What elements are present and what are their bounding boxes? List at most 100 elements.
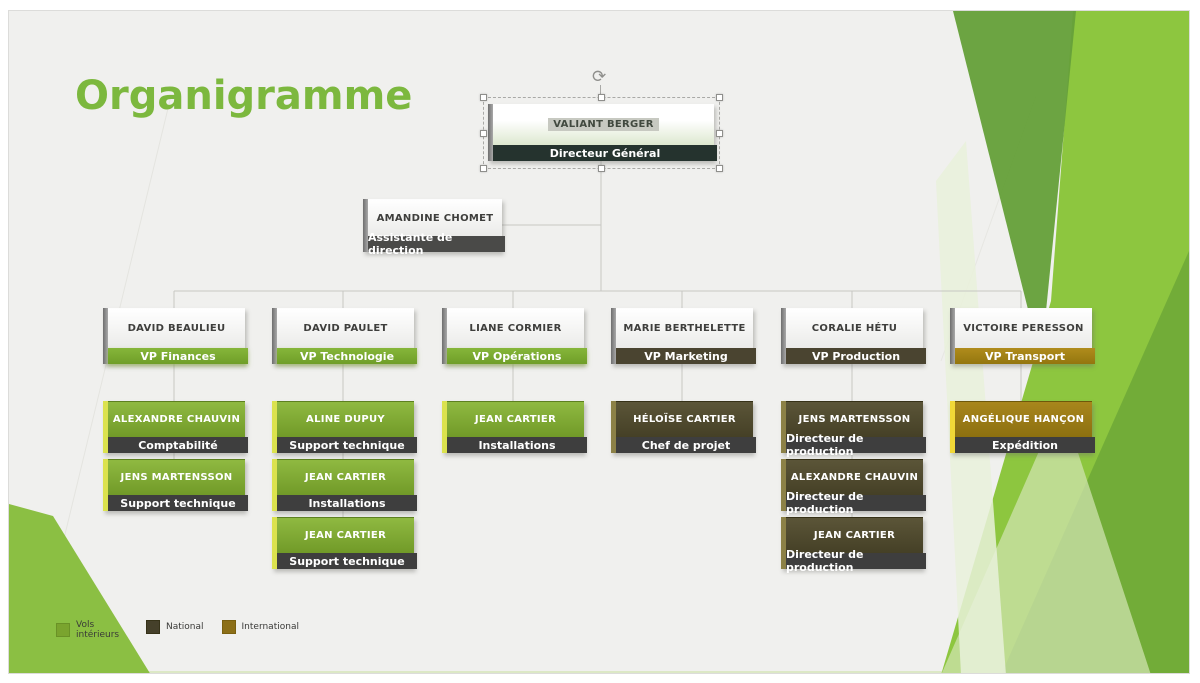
legend-label: National [166,621,204,632]
legend-item-vols-interieurs[interactable]: Vols intérieurs [56,620,128,641]
vp-role-bar: VP Opérations [447,348,587,364]
org-node-vp-operations[interactable]: LIANE CORMIER VP Opérations [442,308,587,364]
legend-swatch-green [56,623,70,638]
org-node-report[interactable]: JEAN CARTIER Support technique [272,517,417,569]
vp-role-bar: VP Finances [108,348,248,364]
node-bevel [442,401,447,453]
report-role-bar: Support technique [277,437,417,453]
ceo-name-text: VALIANT BERGER [548,118,659,131]
report-name: ALEXANDRE CHAUVIN [108,401,245,437]
report-role-bar: Support technique [108,495,248,511]
report-role-bar: Installations [447,437,587,453]
selection-handle[interactable] [480,130,487,137]
node-bevel [272,459,277,511]
org-node-report[interactable]: ALEXANDRE CHAUVIN Comptabilité [103,401,248,453]
vp-name: DAVID BEAULIEU [108,308,245,348]
report-role-bar: Directeur de production [786,548,926,574]
org-node-report[interactable]: JEAN CARTIER Directeur de production [781,517,926,574]
node-bevel [272,401,277,453]
legend-swatch-olive [146,620,160,634]
org-node-report[interactable]: ANGÉLIQUE HANÇON Expédition [950,401,1095,453]
report-role-bar: Comptabilité [108,437,248,453]
report-role-bar: Directeur de production [786,432,926,458]
selection-handle[interactable] [716,94,723,101]
ceo-role-bar: Directeur Général [493,145,717,161]
slide-title: Organigramme [75,73,413,119]
vp-name: DAVID PAULET [277,308,414,348]
node-bevel [781,401,786,453]
node-bevel [103,401,108,453]
rotation-handle-icon[interactable]: ⟳ [592,67,607,87]
vp-name: MARIE BERTHELETTE [616,308,753,348]
org-node-report[interactable]: JEAN CARTIER Installations [272,459,417,511]
vp-role-bar: VP Marketing [616,348,756,364]
vp-name: CORALIE HÉTU [786,308,923,348]
node-bevel [363,199,368,252]
org-node-vp-marketing[interactable]: MARIE BERTHELETTE VP Marketing [611,308,756,364]
report-name: ANGÉLIQUE HANÇON [955,401,1092,437]
legend-swatch-gold [221,620,236,634]
report-name: JEAN CARTIER [786,517,923,553]
report-name: JENS MARTENSSON [108,459,245,495]
node-bevel [781,308,786,364]
node-bevel [781,517,786,569]
selection-handle[interactable] [598,94,605,101]
selection-handle[interactable] [598,165,605,172]
org-node-report[interactable]: ALEXANDRE CHAUVIN Directeur de productio… [781,459,926,516]
node-bevel [103,459,108,511]
node-bevel [611,308,616,364]
node-bevel [781,459,786,511]
report-name: ALINE DUPUY [277,401,414,437]
org-node-ceo[interactable]: VALIANT BERGER Directeur Général [488,104,717,161]
report-name: JEAN CARTIER [277,459,414,495]
report-role-bar: Chef de projet [616,437,756,453]
org-node-vp-technologie[interactable]: DAVID PAULET VP Technologie [272,308,417,364]
node-bevel [103,308,108,364]
legend-label: International [241,621,299,632]
legend-item-international[interactable]: International [221,620,299,634]
selection-handle[interactable] [480,165,487,172]
legend-item-national[interactable]: National [146,620,204,634]
vp-role-bar: VP Transport [955,348,1095,364]
ceo-name: VALIANT BERGER [493,104,714,145]
selection-handle[interactable] [716,165,723,172]
slide-canvas: Organigramme VALIANT BERGER Directeur Gé… [8,10,1190,674]
rotation-handle-stem [600,85,601,97]
org-node-assistant[interactable]: AMANDINE CHOMET Assistante de direction [363,199,505,257]
legend-label: Vols intérieurs [76,620,120,641]
node-bevel [488,104,493,161]
report-name: JENS MARTENSSON [786,401,923,437]
org-node-report[interactable]: JENS MARTENSSON Directeur de production [781,401,926,458]
report-role-bar: Expédition [955,437,1095,453]
report-name: JEAN CARTIER [447,401,584,437]
org-node-report[interactable]: JENS MARTENSSON Support technique [103,459,248,511]
node-bevel [611,401,616,453]
report-name: HÉLOÏSE CARTIER [616,401,753,437]
assistant-role-bar: Assistante de direction [368,231,505,257]
legend: Vols intérieurs National International [56,620,299,641]
vp-role-bar: VP Technologie [277,348,417,364]
org-node-report[interactable]: JEAN CARTIER Installations [442,401,587,453]
report-name: ALEXANDRE CHAUVIN [786,459,923,495]
selection-handle[interactable] [716,130,723,137]
report-role-bar: Directeur de production [786,490,926,516]
report-name: JEAN CARTIER [277,517,414,553]
org-node-vp-transport[interactable]: VICTOIRE PERESSON VP Transport [950,308,1095,364]
assistant-name: AMANDINE CHOMET [368,199,502,236]
org-node-report[interactable]: ALINE DUPUY Support technique [272,401,417,453]
vp-role-bar: VP Production [786,348,926,364]
node-bevel [442,308,447,364]
org-node-report[interactable]: HÉLOÏSE CARTIER Chef de projet [611,401,756,453]
selection-handle[interactable] [480,94,487,101]
node-bevel [950,308,955,364]
node-bevel [272,517,277,569]
selection-outline[interactable] [480,94,723,172]
report-role-bar: Installations [277,495,417,511]
report-role-bar: Support technique [277,553,417,569]
node-bevel [950,401,955,453]
org-node-vp-finances[interactable]: DAVID BEAULIEU VP Finances [103,308,248,364]
vp-name: LIANE CORMIER [447,308,584,348]
vp-name: VICTOIRE PERESSON [955,308,1092,348]
node-bevel [272,308,277,364]
org-node-vp-production[interactable]: CORALIE HÉTU VP Production [781,308,926,364]
